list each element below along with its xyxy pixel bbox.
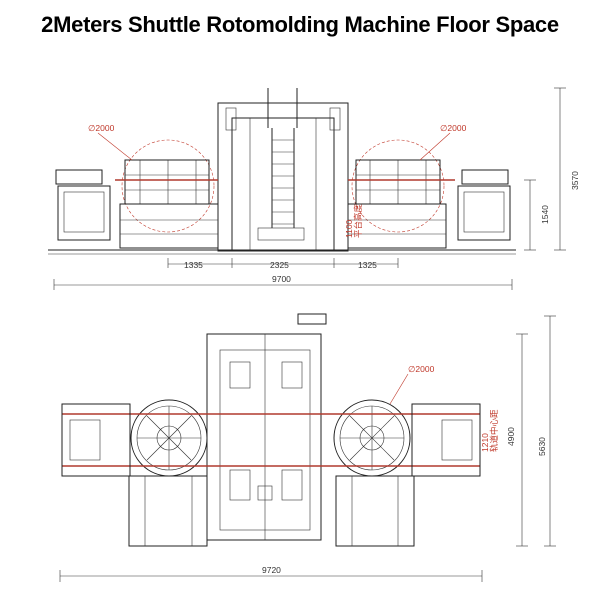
- left-oven-top: [128, 475, 208, 547]
- dim-1325: 1325: [358, 260, 377, 270]
- page-title: 2Meters Shuttle Rotomolding Machine Floo…: [41, 12, 559, 37]
- dim-5630: 5630: [537, 437, 547, 456]
- left-mould-plate: [130, 399, 208, 477]
- right-oven: [457, 169, 511, 241]
- dim-1210-track: 1210轨道中心距: [480, 409, 499, 452]
- dim-2325: 2325: [270, 260, 289, 270]
- top-diameter: ∅2000: [408, 364, 435, 374]
- dim-1540: 1540: [540, 205, 550, 224]
- left-arm-frame: [115, 139, 219, 249]
- front-view: ∅2000 ∅2000 1335 2325 1325 9700 1100平台高度…: [48, 87, 580, 290]
- right-oven-top: [335, 475, 415, 547]
- left-oven: [55, 169, 111, 241]
- dim-3570: 3570: [570, 171, 580, 190]
- dim-1100-platform: 1100平台高度: [344, 203, 363, 238]
- top-view-tag: [297, 313, 327, 325]
- right-arm-frame: [347, 139, 455, 249]
- dim-9720: 9720: [262, 565, 281, 575]
- dim-4900: 4900: [506, 427, 516, 446]
- right-end-frame: [411, 403, 481, 477]
- left-end-frame: [61, 403, 131, 477]
- front-diameter-right: ∅2000: [440, 123, 467, 133]
- central-tower: [217, 88, 349, 252]
- front-diameter-left: ∅2000: [88, 123, 115, 133]
- front-dim-segments: [167, 258, 399, 268]
- dim-9700: 9700: [272, 274, 291, 284]
- top-view: ∅2000 1210轨道中心距 4900 5630 9720: [59, 313, 556, 582]
- top-central-tower: [206, 333, 322, 541]
- right-mould-plate: [333, 399, 411, 477]
- dim-1335: 1335: [184, 260, 203, 270]
